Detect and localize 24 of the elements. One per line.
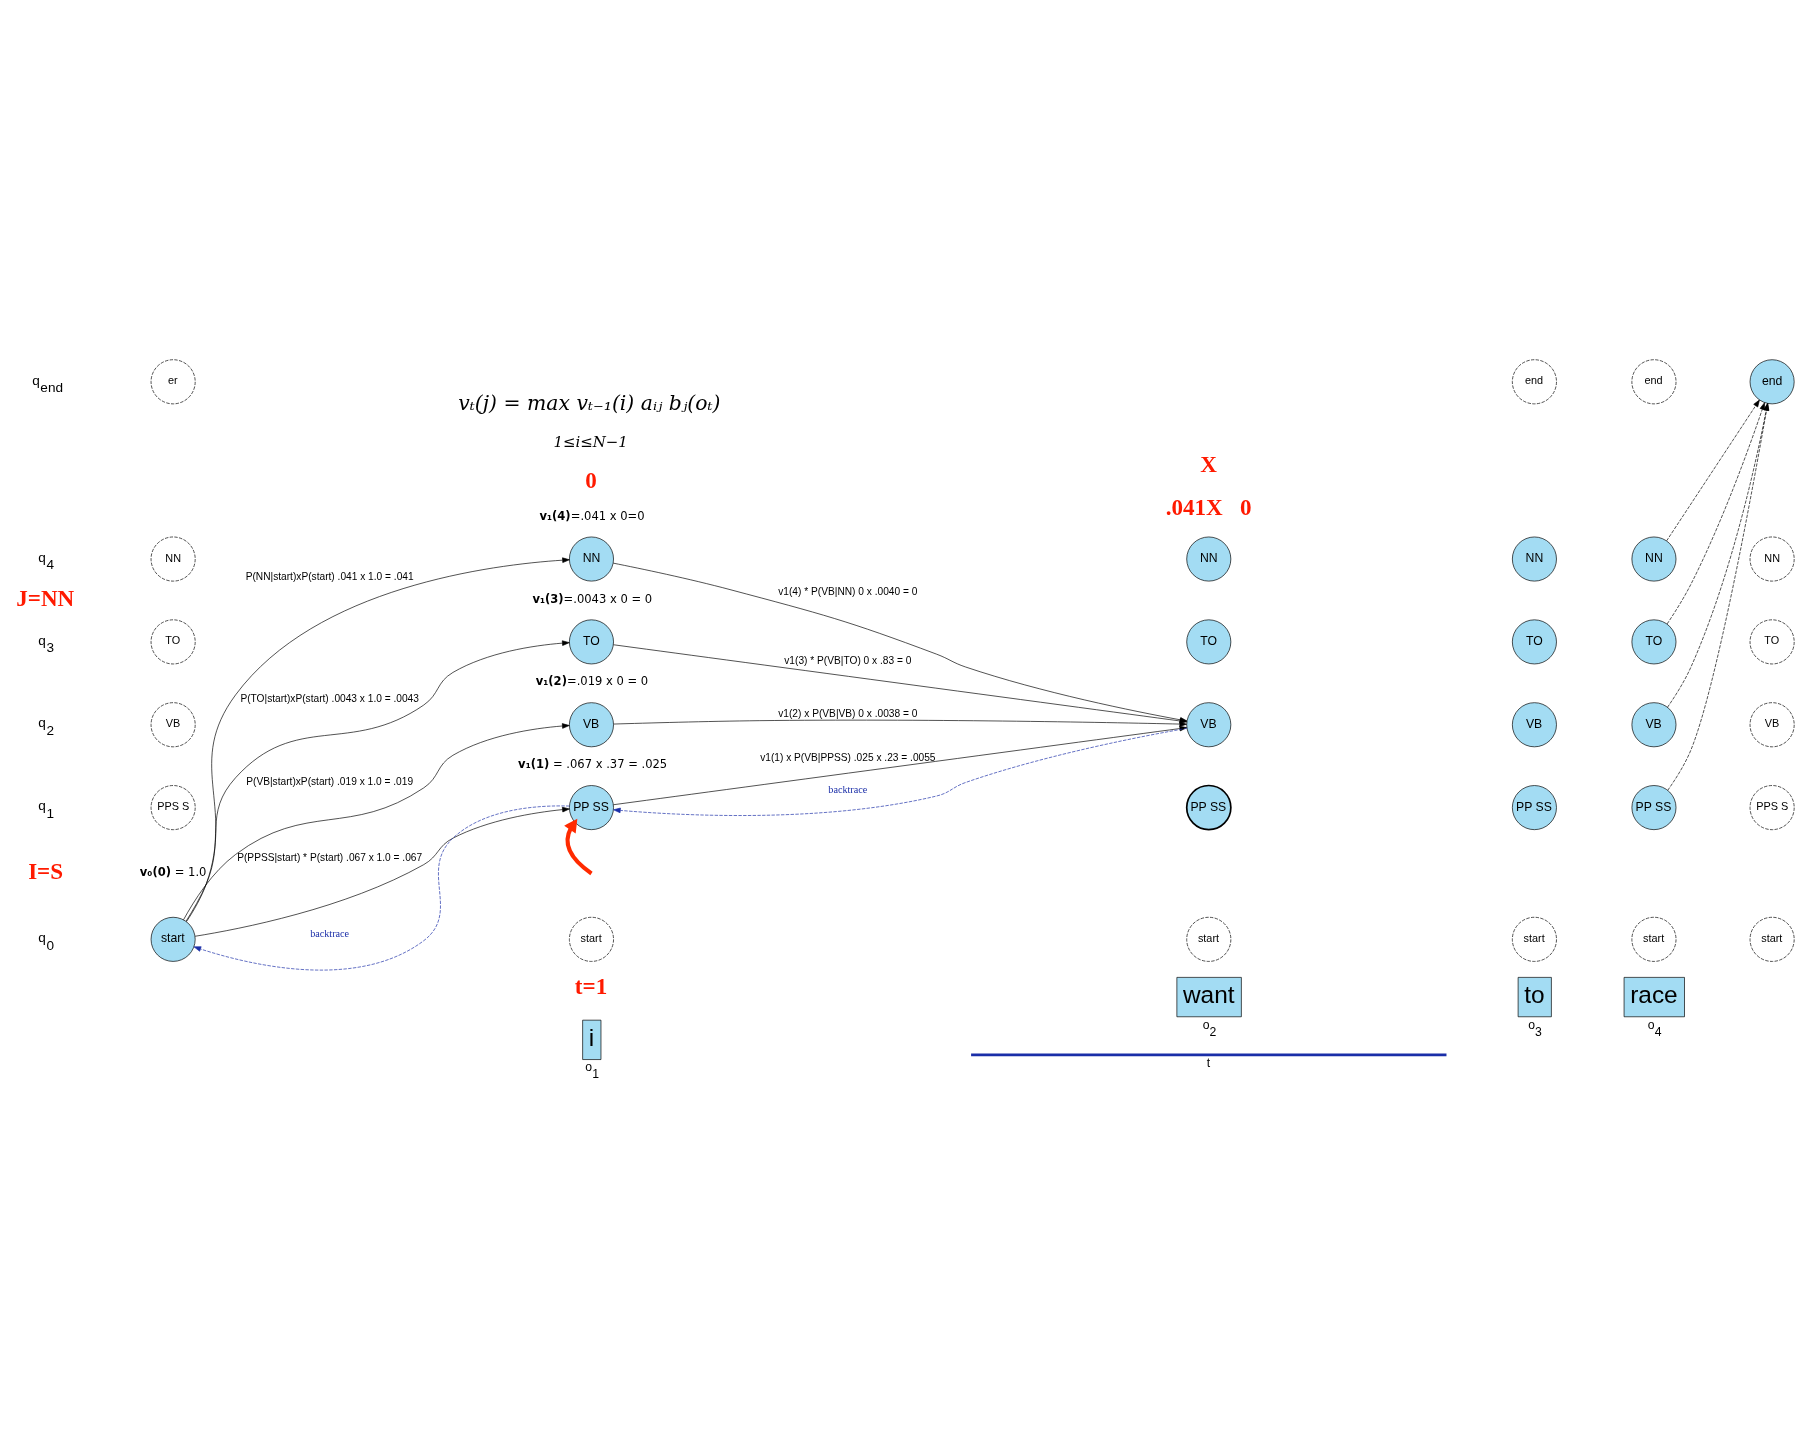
label: 1≤i≤N−1 bbox=[553, 432, 628, 451]
label: 0 bbox=[585, 466, 597, 493]
label: X bbox=[1200, 450, 1217, 477]
edge-label: backtrace bbox=[310, 927, 350, 939]
label: vₜ(j) = max vₜ₋₁(i) aᵢⱼ bⱼ(oₜ) bbox=[458, 390, 721, 415]
edge-label: P(TO|start)xP(start) .0043 x 1.0 = .0043 bbox=[240, 692, 419, 704]
node-label: v₁(1) = .067 x .37 = .025 bbox=[518, 756, 668, 771]
edge-label: P(VB|start)xP(start) .019 x 1.0 = .019 bbox=[246, 775, 414, 787]
label: .041X 0 bbox=[1165, 493, 1252, 520]
edge-label: P(NN|start)xP(start) .041 x 1.0 = .041 bbox=[245, 570, 414, 582]
edge-label: v1(2) x P(VB|VB) 0 x .0038 = 0 bbox=[778, 707, 918, 719]
node-label: v₁(3)=.0043 x 0 = 0 bbox=[532, 591, 653, 606]
edge-label: v1(1) x P(VB|PPSS) .025 x .23 = .0055 bbox=[760, 751, 936, 763]
label: I=S bbox=[28, 857, 64, 884]
edge-label: P(PPSS|start) * P(start) .067 x 1.0 = .067 bbox=[237, 851, 423, 863]
edge-label: backtrace bbox=[828, 783, 868, 795]
edge-label: v1(4) * P(VB|NN) 0 x .0040 = 0 bbox=[778, 585, 918, 597]
edge-label: v1(3) * P(VB|TO) 0 x .83 = 0 bbox=[784, 654, 912, 666]
label: J=NN bbox=[16, 584, 75, 611]
label: t bbox=[1206, 1055, 1211, 1070]
label: t=1 bbox=[574, 972, 608, 999]
node-label: v₁(2)=.019 x 0 = 0 bbox=[535, 673, 649, 688]
node-label: v₀(0) = 1.0 bbox=[139, 864, 207, 879]
node-label: v₁(4)=.041 x 0=0 bbox=[539, 508, 645, 523]
